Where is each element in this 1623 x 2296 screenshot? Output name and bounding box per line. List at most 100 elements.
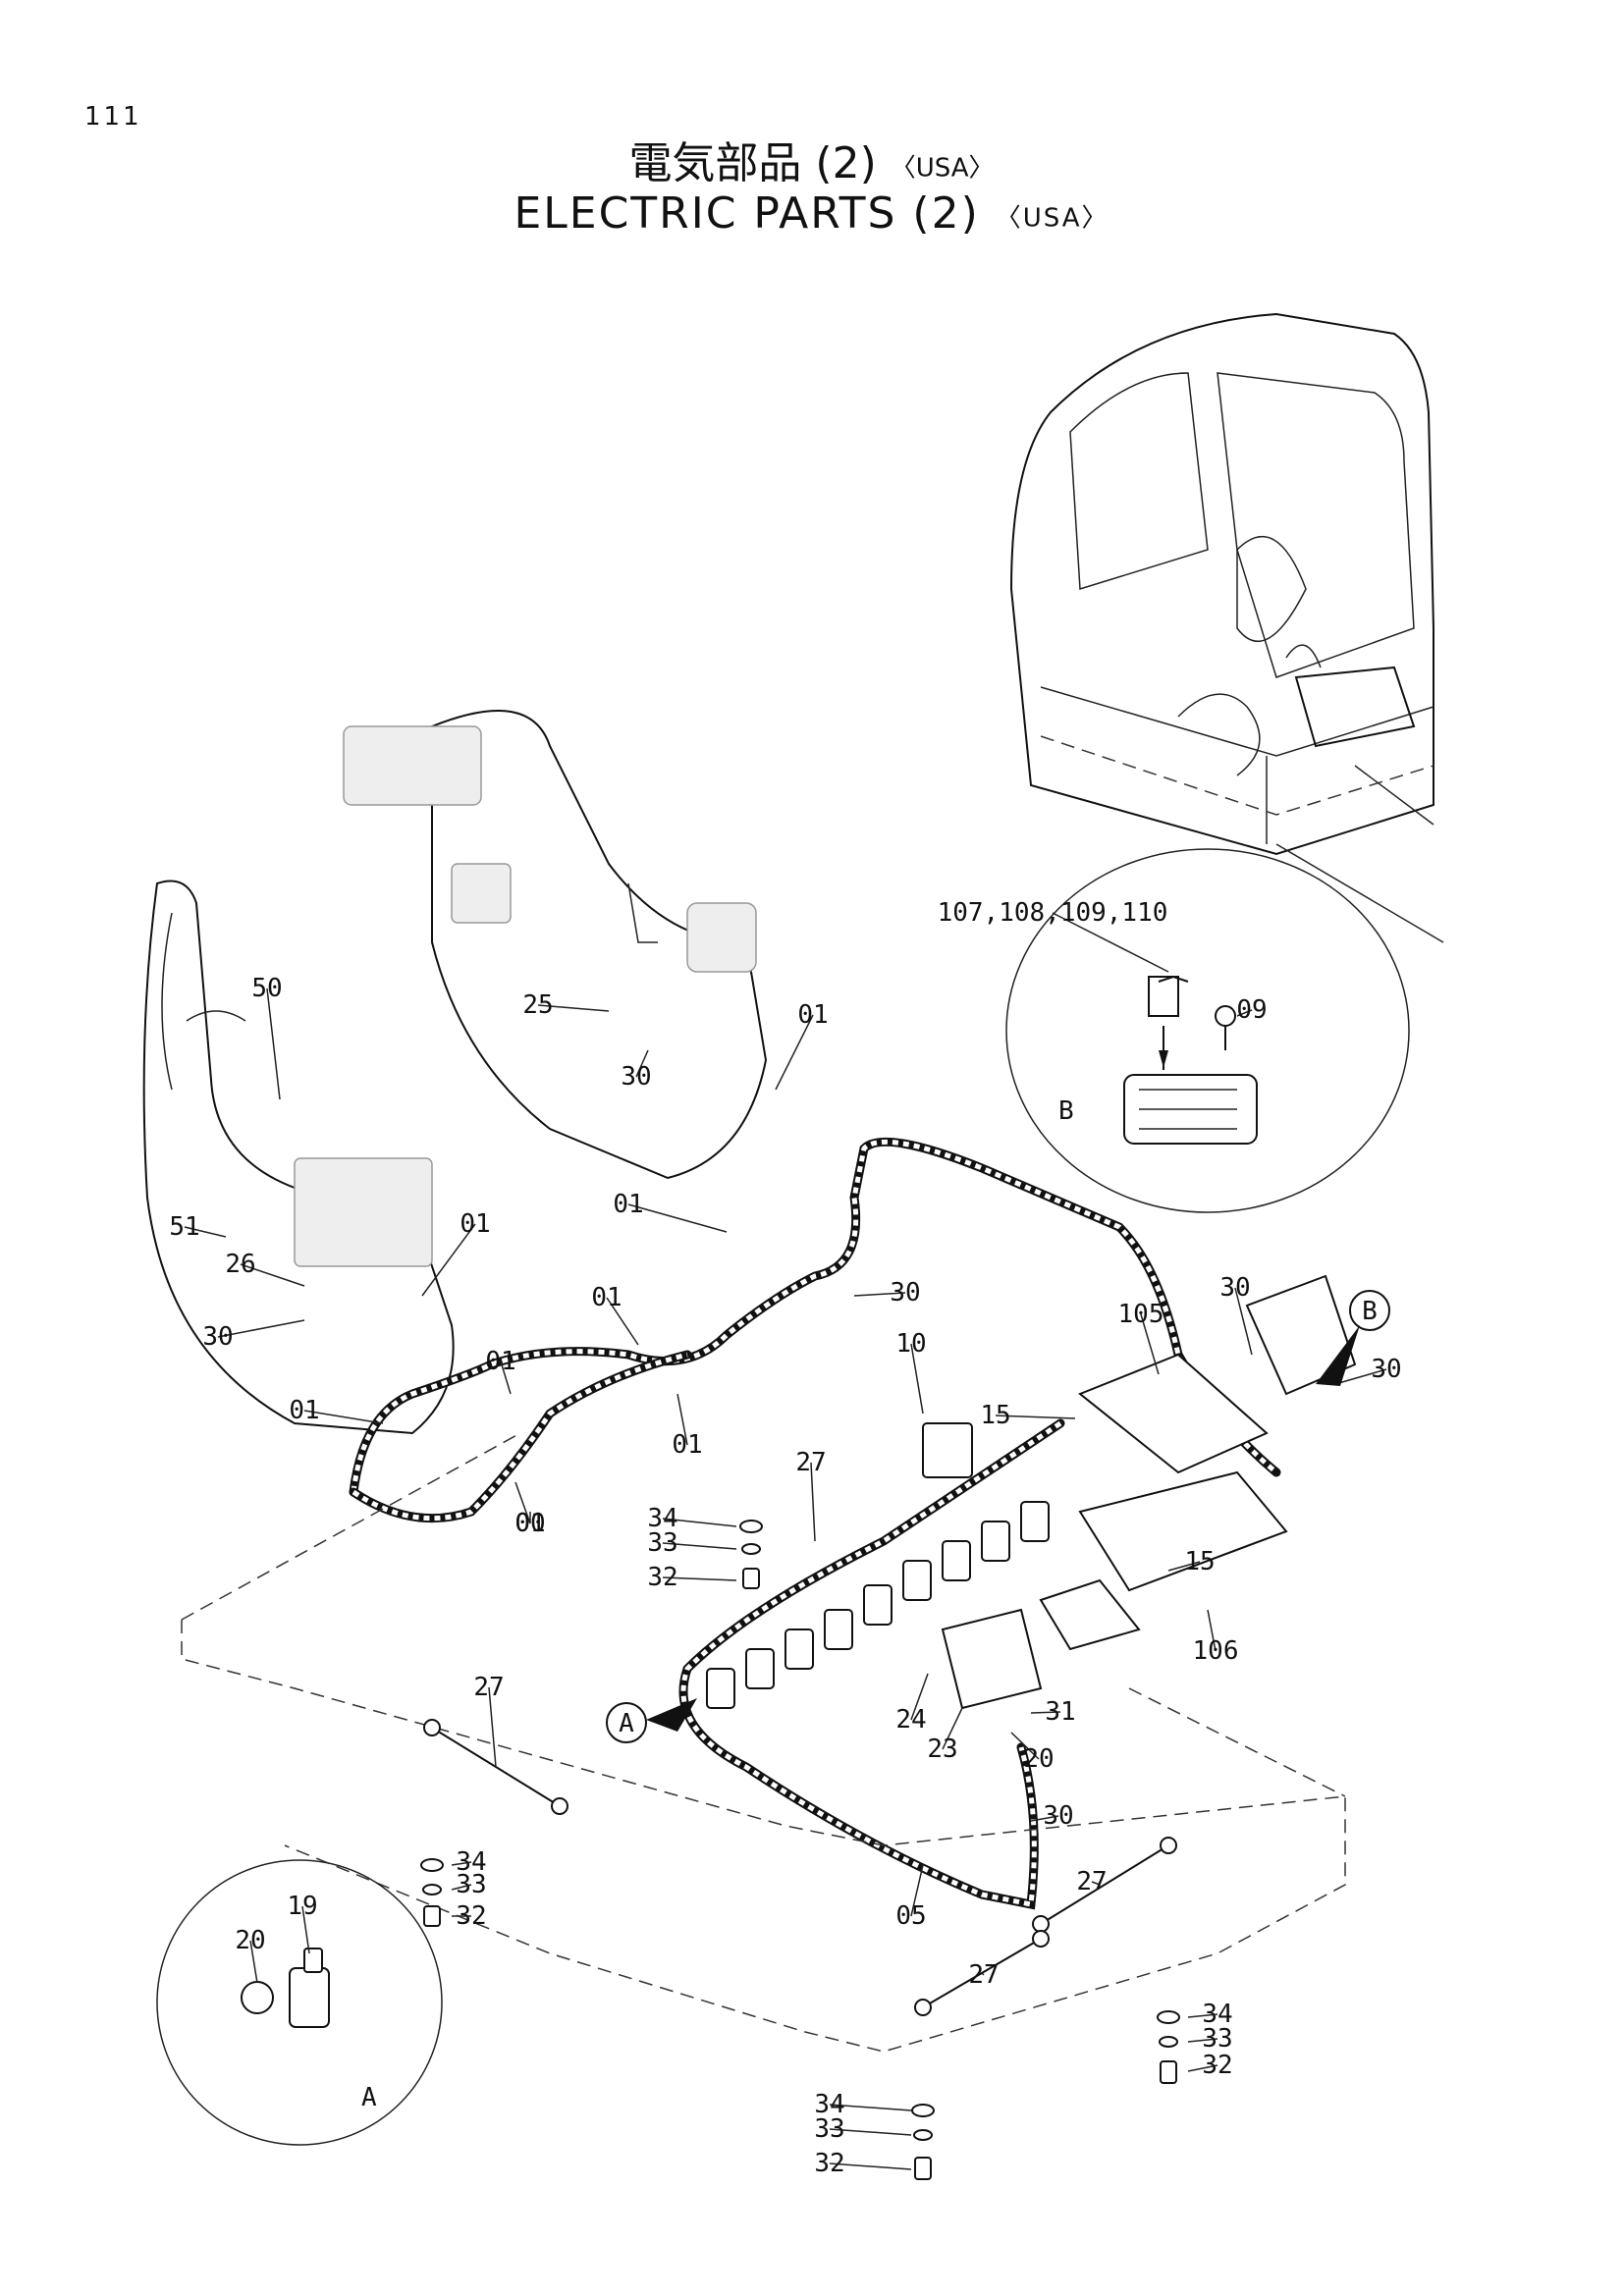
- callout-label-01: 01: [613, 1190, 643, 1219]
- callout-label-01: 01: [797, 1000, 828, 1030]
- callout-label-51: 51: [169, 1212, 199, 1242]
- callout-leader: [1187, 2038, 1218, 2043]
- callout-label-27: 27: [473, 1673, 504, 1702]
- callout-leader: [627, 1203, 728, 1233]
- callout-leader: [910, 1864, 924, 1917]
- screw: [1215, 1005, 1236, 1027]
- wiring-harness: [349, 1137, 1281, 1910]
- relay: [745, 1648, 775, 1689]
- callout-leader: [240, 1263, 305, 1287]
- callout-leader: [1140, 1313, 1160, 1375]
- detail-a-callout: [156, 1859, 443, 2146]
- callout-label-25: 25: [522, 990, 553, 1020]
- callout-label-105: 105: [1118, 1300, 1164, 1329]
- page-number: 111: [84, 102, 142, 132]
- callout-label-27: 27: [968, 1960, 999, 1990]
- title-jp-text: 電気部品 (2): [628, 138, 877, 188]
- callout-leader: [1236, 1009, 1253, 1017]
- callout-leader: [942, 1707, 963, 1750]
- callout-leader: [910, 1343, 924, 1415]
- callout-leader: [1207, 1609, 1217, 1652]
- callout-leader: [606, 1297, 639, 1346]
- callout-leader: [635, 1049, 649, 1078]
- detail-marker-b: B: [1316, 1290, 1390, 1386]
- callout-leader: [1091, 1881, 1101, 1886]
- callout-label-33: 33: [814, 2114, 844, 2144]
- relay: [706, 1668, 735, 1709]
- title-en-text: ELECTRIC PARTS (2): [514, 188, 980, 239]
- callout-leader: [301, 1905, 310, 1954]
- callout-label-00: 00: [514, 1509, 545, 1538]
- callout-leader: [1030, 1711, 1061, 1714]
- callout-leader: [981, 1972, 985, 1976]
- controller-106: [1078, 1470, 1288, 1592]
- callout-leader: [676, 1393, 688, 1446]
- callout-leader: [1334, 1368, 1387, 1385]
- callout-label-01: 01: [672, 1430, 702, 1460]
- callout-leader: [1052, 912, 1169, 973]
- callout-leader: [1167, 1561, 1201, 1572]
- callout-label-30: 30: [1371, 1355, 1401, 1384]
- detail-marker-a-label: A: [619, 1709, 634, 1738]
- callout-leader: [775, 1014, 814, 1091]
- callout-label-107,108,109,110: 107,108,109,110: [938, 898, 1168, 928]
- relay: [902, 1560, 932, 1601]
- callout-label-27: 27: [1076, 1867, 1107, 1896]
- controller-105: [1078, 1353, 1269, 1474]
- callout-leader: [829, 2104, 912, 2111]
- title-english: ELECTRIC PARTS (2) 〈USA〉: [0, 188, 1623, 239]
- unit-23: [941, 1608, 1043, 1710]
- callout-leader: [662, 1542, 737, 1550]
- callout-label-31: 31: [1045, 1697, 1075, 1727]
- callout-label-30: 30: [202, 1322, 233, 1352]
- callout-leader: [421, 1223, 476, 1297]
- callout-label-33: 33: [456, 1870, 486, 1899]
- callout-leader: [303, 1410, 384, 1424]
- callout-label-10: 10: [895, 1329, 926, 1359]
- callout-label-30: 30: [1219, 1273, 1250, 1303]
- title-japanese: 電気部品 (2) 〈USA〉: [0, 128, 1623, 190]
- callout-label-23: 23: [927, 1735, 957, 1764]
- relay: [863, 1584, 893, 1626]
- detail-marker-b-label: B: [1362, 1297, 1378, 1326]
- callout-label-01: 01: [514, 1509, 545, 1538]
- callout-leader: [217, 1319, 305, 1338]
- callout-label-26: 26: [225, 1250, 255, 1279]
- connector-10: [922, 1422, 973, 1478]
- callout-leader: [488, 1686, 497, 1768]
- callout-label-30: 30: [1043, 1801, 1073, 1831]
- callout-label-01: 01: [289, 1396, 319, 1425]
- callout-leader: [1030, 1815, 1059, 1822]
- callout-label-20: 20: [235, 1926, 265, 1955]
- callout-leader: [514, 1481, 531, 1524]
- callout-leader: [1187, 2064, 1218, 2072]
- callout-leader: [1187, 2013, 1218, 2018]
- callout-label-24: 24: [895, 1705, 926, 1735]
- unit-connector: [1039, 1578, 1141, 1651]
- controller-units: [922, 1274, 1357, 1710]
- leader-lines: [184, 912, 1387, 2170]
- callout-label-01: 01: [591, 1283, 622, 1312]
- callout-leader: [249, 1940, 258, 1984]
- callout-label-34: 34: [1202, 2000, 1232, 2029]
- callout-leader: [184, 1226, 227, 1238]
- callout-label-15: 15: [1184, 1547, 1215, 1576]
- callout-leader: [537, 1004, 610, 1012]
- upper-control-console: [343, 710, 768, 1180]
- callout-label-34: 34: [814, 2090, 844, 2119]
- callout-leader: [451, 1884, 472, 1891]
- hardware-stacks: [420, 1520, 1180, 2180]
- callout-label-106: 106: [1193, 1636, 1239, 1666]
- callout-leader: [500, 1361, 512, 1395]
- callout-label-09: 09: [1236, 995, 1267, 1025]
- operator-cab-illustration: [1009, 312, 1444, 943]
- callout-label-30: 30: [890, 1278, 920, 1308]
- callout-leader: [451, 1861, 472, 1866]
- callout-label-01: 01: [485, 1347, 515, 1376]
- callout-labels: 5051263001012530010101010100013010152734…: [169, 898, 1401, 2178]
- callout-label-20: 20: [1023, 1744, 1054, 1774]
- straps: [423, 1719, 1177, 2016]
- relay: [824, 1609, 853, 1650]
- battery-relay: [1245, 1274, 1357, 1396]
